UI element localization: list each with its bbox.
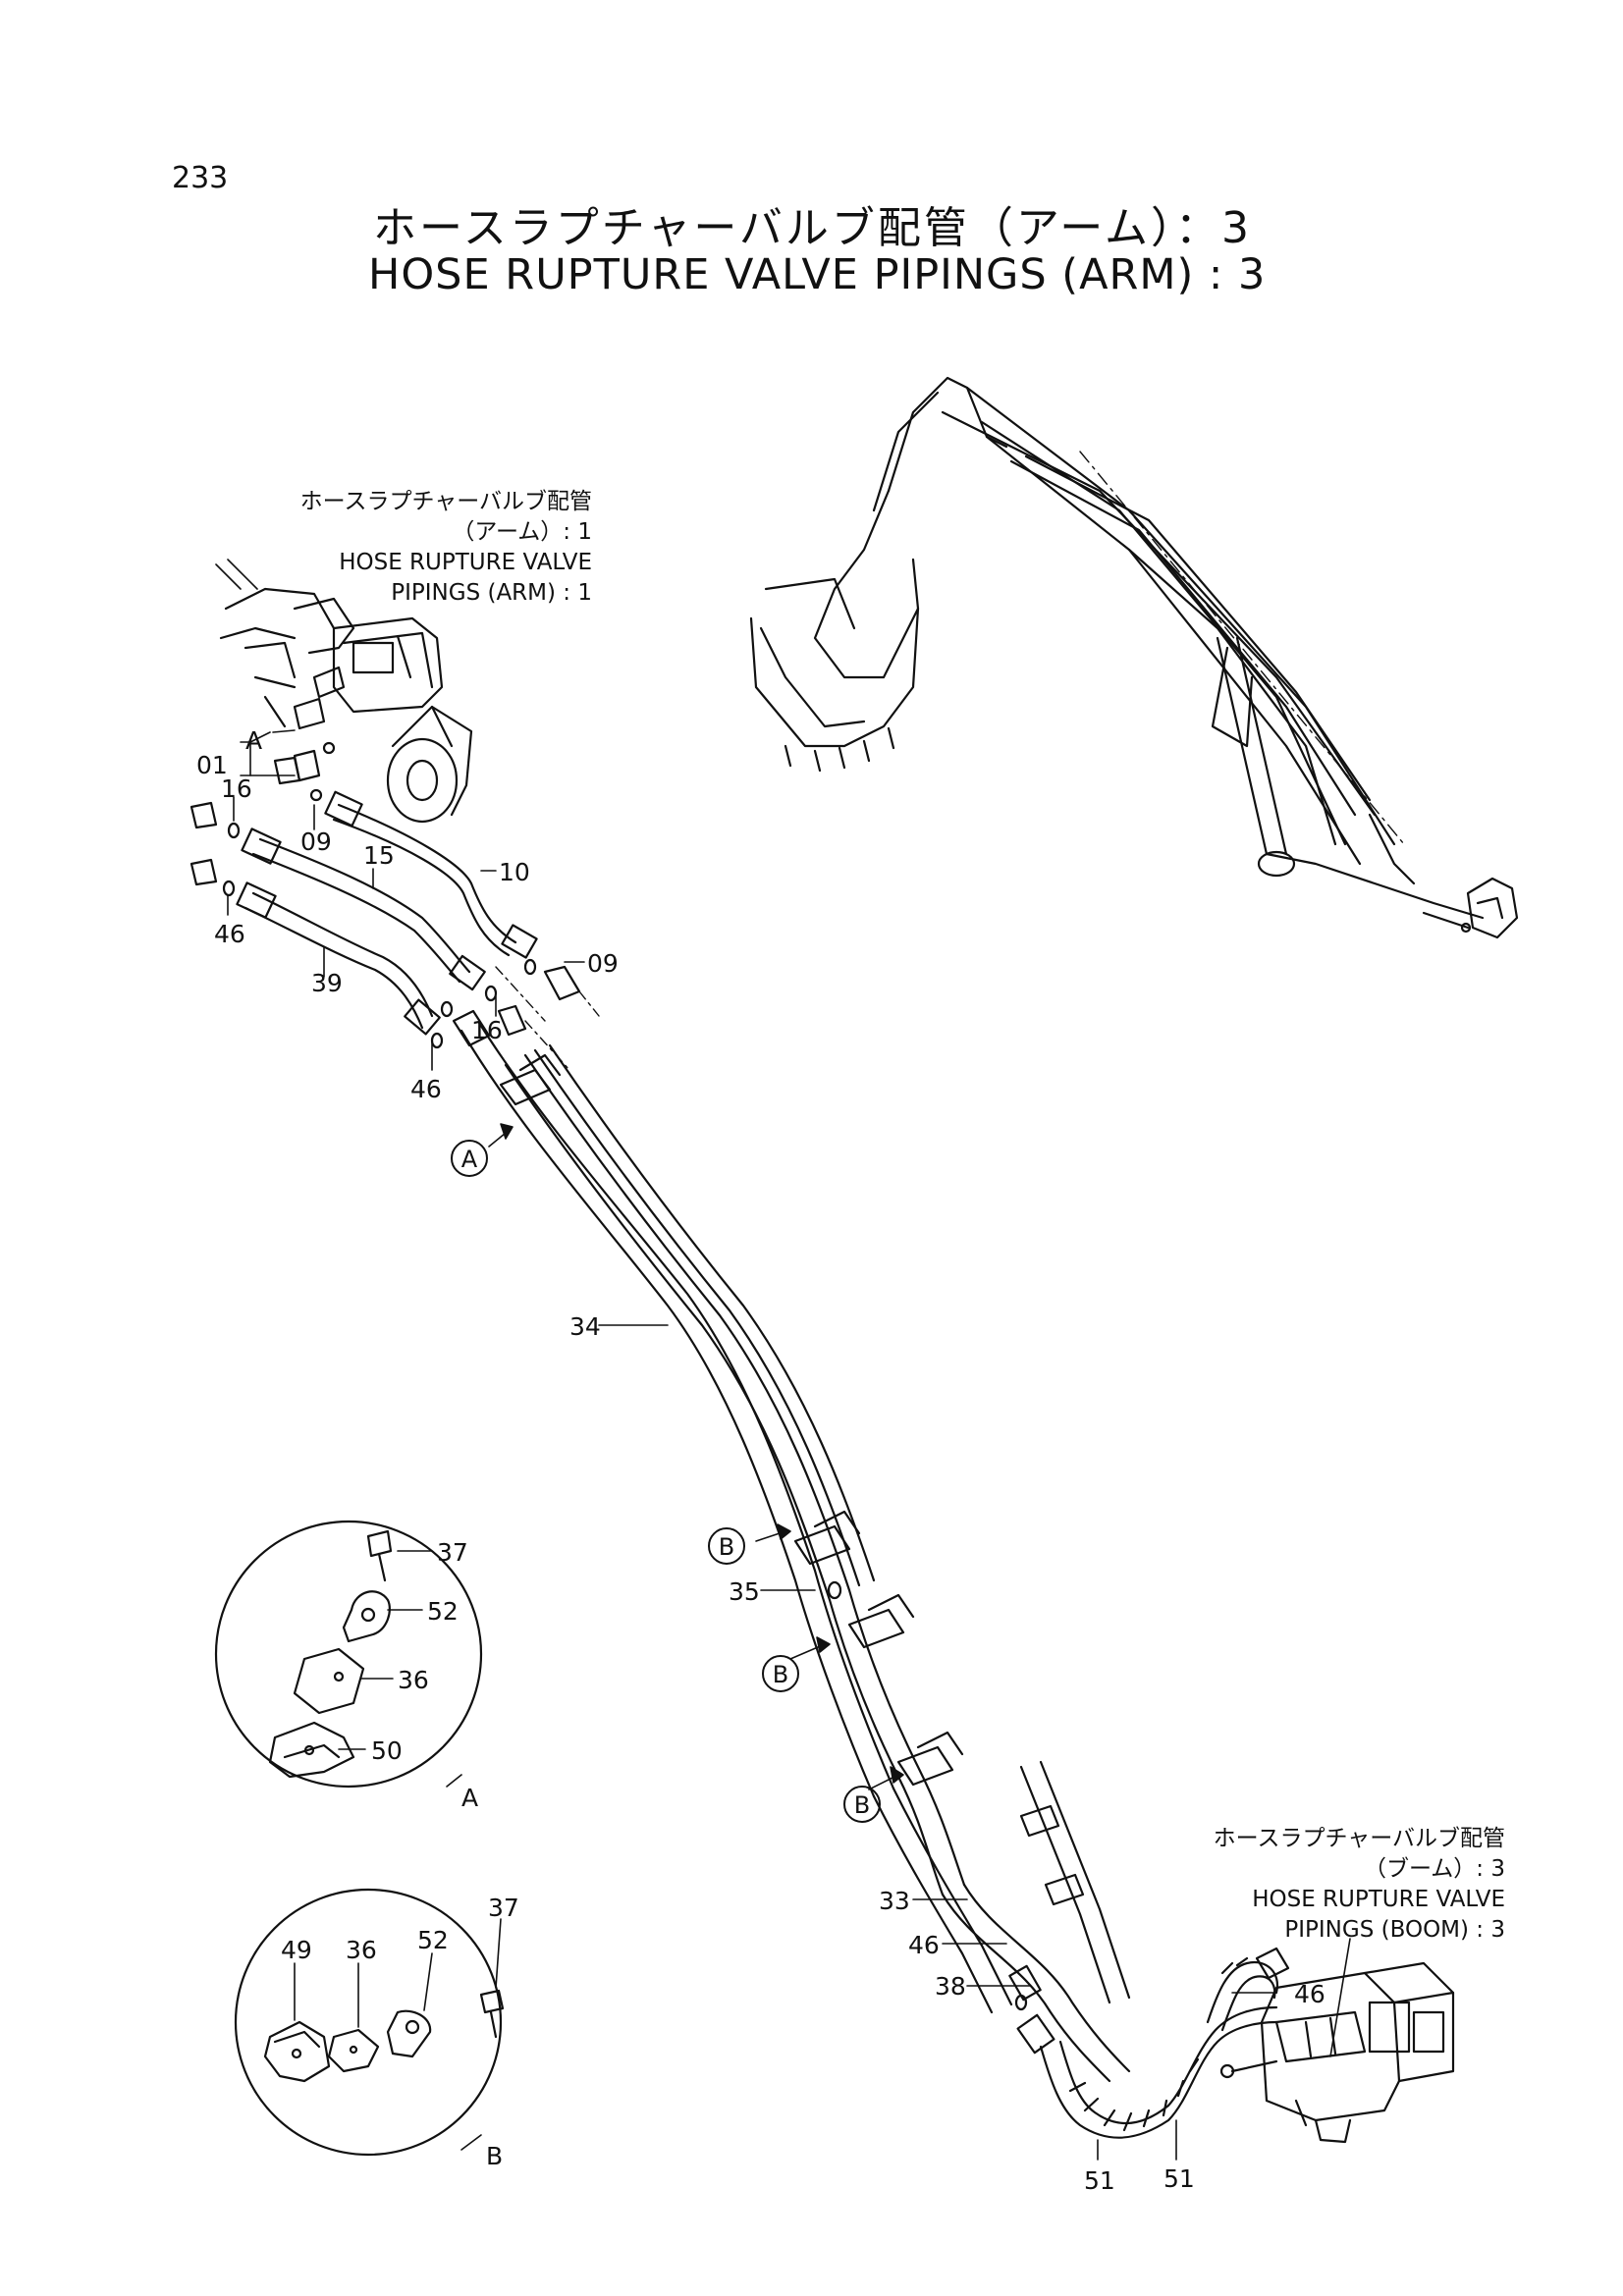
- detailA-37: 37: [437, 1538, 468, 1567]
- callout-46c: 46: [908, 1931, 940, 1959]
- ref-boom3-en1: HOSE RUPTURE VALVE: [1252, 1887, 1505, 1912]
- ref-boom3-en2: PIPINGS (BOOM) : 3: [1284, 1917, 1505, 1943]
- ref-boom3-jp: ホースラプチャーバルブ配管: [1213, 1826, 1505, 1851]
- ref-arm1-jp: ホースラプチャーバルブ配管: [299, 489, 592, 514]
- detail-A-view: [214, 1520, 483, 1789]
- detailB-36: 36: [346, 1936, 377, 1964]
- marker-B3: B: [854, 1791, 870, 1819]
- detailB-37: 37: [488, 1894, 519, 1922]
- detailB-49: 49: [281, 1936, 312, 1964]
- detail-A-labels: 37 52 36 50 A: [371, 1538, 478, 1812]
- title-japanese: ホースラプチャーバルブ配管（アーム）：3: [373, 203, 1252, 253]
- callout-33: 33: [879, 1887, 910, 1915]
- callout-46d: 46: [1294, 1980, 1325, 2008]
- detailA-52: 52: [427, 1597, 459, 1626]
- detailB-52: 52: [417, 1926, 449, 1954]
- title-english: HOSE RUPTURE VALVE PIPINGS (ARM) : 3: [368, 250, 1267, 299]
- ref-arm1-en1: HOSE RUPTURE VALVE: [339, 550, 592, 575]
- main-hose-run: [440, 1000, 1131, 2083]
- marker-B1: B: [719, 1533, 734, 1561]
- callout-15: 15: [363, 841, 395, 870]
- callout-A-small: A: [245, 726, 262, 755]
- callout-leaders: [227, 729, 1277, 2161]
- callout-10: 10: [499, 858, 530, 886]
- ref-arm1-en2: PIPINGS (ARM) : 1: [391, 580, 592, 606]
- callout-09b: 09: [587, 949, 619, 978]
- ref-boom3-jp-sub: （ブーム）: 3: [1363, 1856, 1505, 1882]
- marker-B2-circle: [762, 1655, 799, 1692]
- ref-arm1-jp-sub: （アーム）: 1: [452, 519, 592, 545]
- callout-09a: 09: [300, 828, 332, 856]
- callout-46a: 46: [214, 920, 245, 948]
- detailB-label: B: [486, 2142, 503, 2170]
- callout-numbers: 01 A 16 09 15 10 46 39 09 16 46 34 35 33…: [196, 726, 1325, 2195]
- detailA-50: 50: [371, 1736, 403, 1765]
- valve-assembly-arm1: [215, 559, 473, 824]
- page-number: 233: [172, 161, 229, 195]
- hose-group-upper: [189, 790, 600, 1071]
- detail-B-view: [234, 1888, 505, 2157]
- callout-51a: 51: [1084, 2166, 1115, 2195]
- detailA-36: 36: [398, 1666, 429, 1694]
- callout-16b: 16: [471, 1016, 503, 1044]
- detail-B-labels: 49 36 52 37 B: [281, 1894, 519, 2170]
- callout-38: 38: [935, 1972, 966, 2001]
- callout-16a: 16: [221, 774, 252, 803]
- callout-46b: 46: [410, 1075, 442, 1103]
- detailA-label: A: [461, 1784, 478, 1812]
- callout-39: 39: [311, 969, 343, 997]
- marker-B3-circle: [843, 1786, 881, 1823]
- excavator-illustration: [749, 376, 1519, 939]
- callout-01: 01: [196, 751, 228, 779]
- marker-A: A: [461, 1146, 478, 1173]
- hose-38-and-valve: [1008, 1938, 1455, 2144]
- callout-34: 34: [569, 1312, 601, 1341]
- callout-35: 35: [729, 1577, 760, 1606]
- marker-B2: B: [773, 1661, 788, 1688]
- callout-51b: 51: [1163, 2164, 1195, 2193]
- marker-A-circle: [451, 1140, 488, 1177]
- marker-B1-circle: [708, 1527, 745, 1565]
